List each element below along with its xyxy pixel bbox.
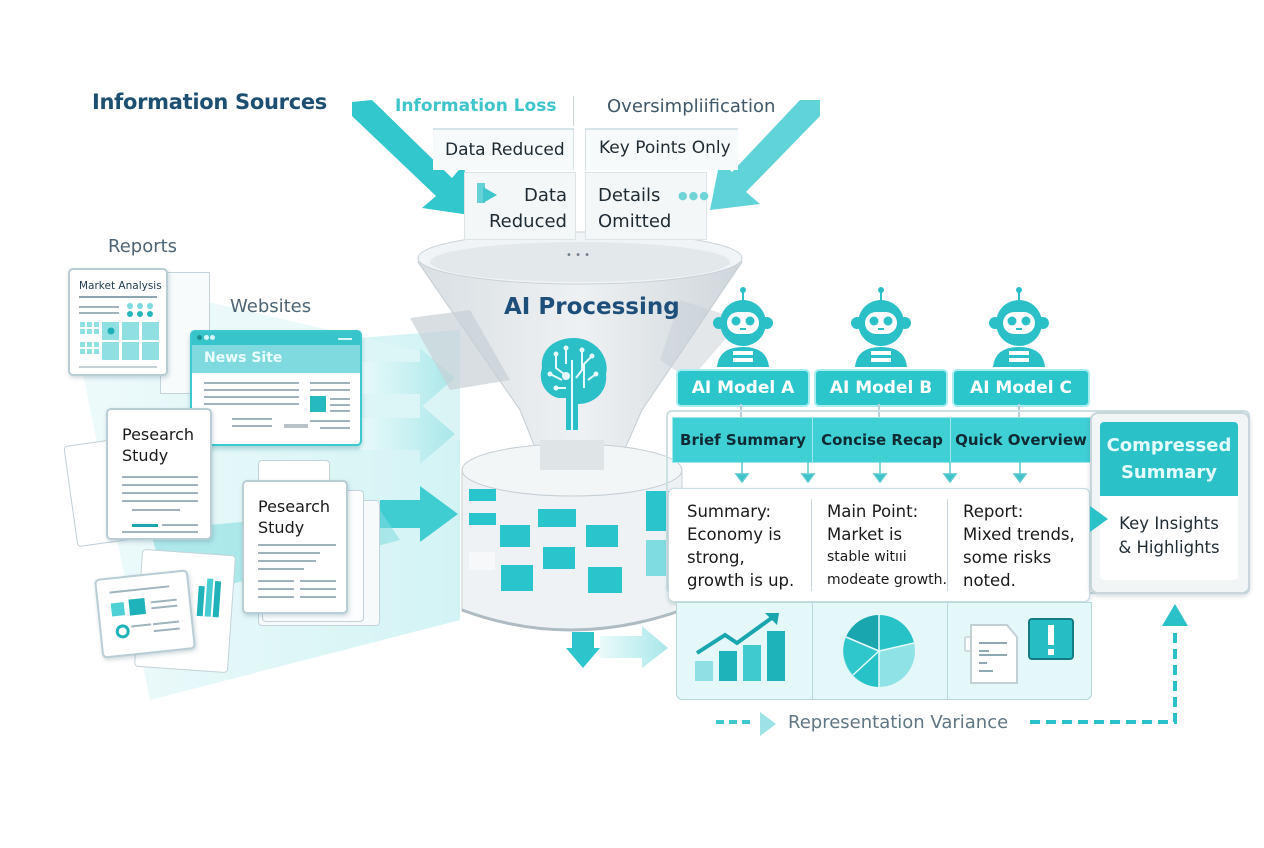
flow-arrow-2 xyxy=(360,404,455,464)
compressed-summary-header: Compressed Summary xyxy=(1100,422,1238,496)
funnel-ellipsis: • • • xyxy=(566,250,591,261)
database-cylinder xyxy=(461,440,683,632)
bar-chart-trend-icon xyxy=(695,613,785,681)
pie-chart-icon xyxy=(843,615,915,687)
ai-model-b-button[interactable]: AI Model B xyxy=(814,369,948,407)
oversimplification-heading: Oversimpliification xyxy=(607,96,776,117)
data-reduced-cell: Data Reduced xyxy=(433,128,574,170)
brief-summary-label: Brief Summary xyxy=(672,417,814,463)
information-loss-heading: Information Loss xyxy=(395,96,557,116)
reduce-arrow-icon xyxy=(477,183,497,203)
news-site-title: News Site xyxy=(204,350,283,366)
browser-header: News Site xyxy=(192,345,360,373)
flow-arrow-1 xyxy=(360,348,455,408)
concise-recap-label: Concise Recap xyxy=(812,417,952,463)
down-right-arrow-icon xyxy=(352,100,470,215)
flow-arrow-3 xyxy=(380,486,458,542)
chart-document[interactable] xyxy=(94,569,196,659)
compressed-summary-title: Compressed Summary xyxy=(1106,435,1232,483)
robot-a-icon xyxy=(712,286,774,368)
robot-b-icon xyxy=(850,286,912,368)
heading-divider xyxy=(573,96,574,126)
key-points-label: Key Points Only xyxy=(599,138,731,158)
ai-model-a-button[interactable]: AI Model A xyxy=(676,369,810,407)
reports-label: Reports xyxy=(108,236,178,257)
research-study-title-2: Pesearch Study xyxy=(258,497,331,537)
more-dots-icon: ●●● xyxy=(678,189,710,202)
market-analysis-title: Market Analysis xyxy=(79,280,162,292)
variance-connector xyxy=(716,604,1188,736)
right-flow-arrow-icon xyxy=(600,626,668,668)
information-sources-title: Information Sources xyxy=(92,90,328,114)
details-omitted-card: Details Omitted ●●● xyxy=(585,172,710,240)
document-alert-icon xyxy=(964,618,1074,684)
representation-variance-label: Representation Variance xyxy=(788,712,1009,733)
robot-row xyxy=(668,285,1098,370)
market-analysis-report[interactable]: Market Analysis xyxy=(68,268,168,376)
robot-c-icon xyxy=(988,286,1050,368)
browser-titlebar xyxy=(192,332,360,345)
down-arrow-icon xyxy=(566,632,600,668)
research-study-document-1[interactable]: Pesearch Study xyxy=(106,408,212,540)
key-insights-text: Key Insights & Highlights xyxy=(1118,514,1220,557)
ai-processing-label: AI Processing xyxy=(504,294,680,320)
data-reduced-label: Data Reduced xyxy=(445,140,565,160)
research-study-title-1: Pesearch Study xyxy=(122,425,195,465)
quick-overview-label: Quick Overview xyxy=(950,417,1092,463)
grid-chart-icon xyxy=(80,303,159,360)
websites-label: Websites xyxy=(230,296,312,317)
data-blocks xyxy=(469,489,674,593)
ai-model-c-button[interactable]: AI Model C xyxy=(952,369,1090,407)
research-study-document-2[interactable]: Pesearch Study xyxy=(242,480,348,614)
down-left-arrow-icon xyxy=(710,100,820,210)
data-reduced-card: Data Reduced xyxy=(464,172,576,240)
circuit-brain-icon xyxy=(540,338,607,430)
visual-outputs-panel xyxy=(676,602,1092,700)
details-omitted-text: Details Omitted xyxy=(598,185,672,232)
key-points-cell: Key Points Only xyxy=(585,128,738,170)
compressed-summary-card[interactable]: Compressed Summary Key Insights & Highli… xyxy=(1090,412,1250,594)
news-site-window[interactable]: News Site xyxy=(190,330,362,446)
insight-pointer-icon xyxy=(1090,506,1108,532)
output-arrows xyxy=(734,462,1028,484)
data-reduced-text: Data Reduced xyxy=(488,185,567,232)
compressed-summary-body: Key Insights & Highlights xyxy=(1100,496,1238,580)
